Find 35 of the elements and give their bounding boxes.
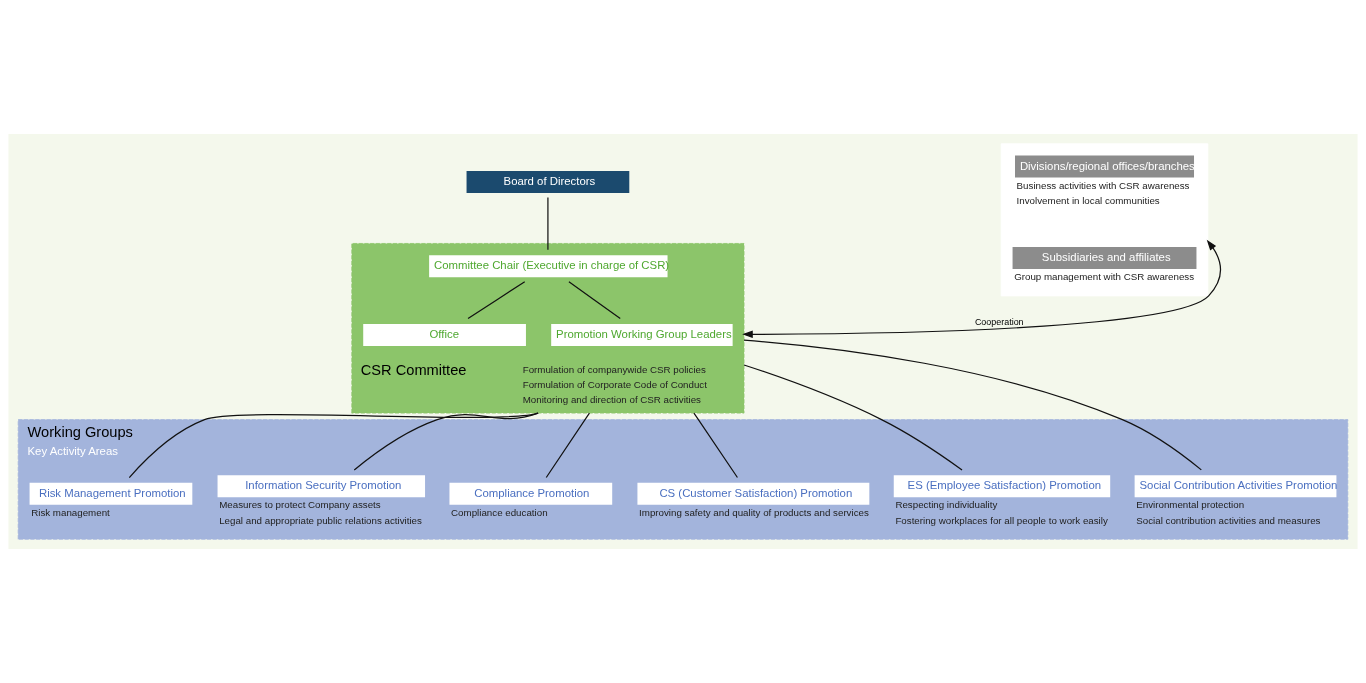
- connector: [743, 364, 963, 471]
- node-label: Business activities with CSR awareness: [1016, 179, 1190, 191]
- node-box: Promotion Working Group Leaders: [551, 324, 733, 346]
- node-label: Involvement in local communities: [1016, 195, 1160, 207]
- connector: [467, 281, 526, 320]
- node-label: Social contribution activities and measures: [1136, 514, 1321, 526]
- node-box: Information Security Promotion: [217, 475, 426, 498]
- node-label: Improving safety and quality of products and services: [639, 506, 869, 518]
- connector: [743, 339, 1202, 471]
- connector: [568, 281, 621, 320]
- node-label: Environmental protection: [1136, 499, 1245, 511]
- node-label: Risk management: [31, 506, 110, 518]
- node-label: Fostering workplaces for all people to work easily: [895, 514, 1108, 526]
- node-box: Board of Directors: [466, 171, 630, 193]
- connector: [545, 412, 591, 479]
- node-box: Social Contribution Activities Promotion: [1134, 475, 1337, 498]
- connector: [547, 196, 549, 251]
- connector: [693, 412, 739, 479]
- node-box: ES (Employee Satisfaction) Promotion: [893, 475, 1111, 498]
- connector: [128, 412, 539, 479]
- node-label: Legal and appropriate public relations activities: [219, 514, 422, 526]
- cluster: [1000, 143, 1209, 297]
- node-label: Group management with CSR awareness: [1014, 271, 1195, 283]
- edge-label: Cooperation: [974, 316, 1024, 327]
- connector: [353, 412, 539, 471]
- node-box: Office: [363, 324, 526, 346]
- node-box: Subsidiaries and affiliates: [1012, 247, 1197, 270]
- node-box: CS (Customer Satisfaction) Promotion: [637, 482, 870, 505]
- node-box: Risk Management Promotion: [29, 482, 193, 505]
- node-label: Respecting individuality: [895, 499, 998, 511]
- node-box: Divisions/regional offices/branches: [1015, 155, 1194, 178]
- node-label: Compliance education: [451, 506, 548, 518]
- node-box: Compliance Promotion: [449, 482, 613, 505]
- arrow: [742, 239, 1222, 338]
- node-label: Measures to protect Company assets: [219, 499, 381, 511]
